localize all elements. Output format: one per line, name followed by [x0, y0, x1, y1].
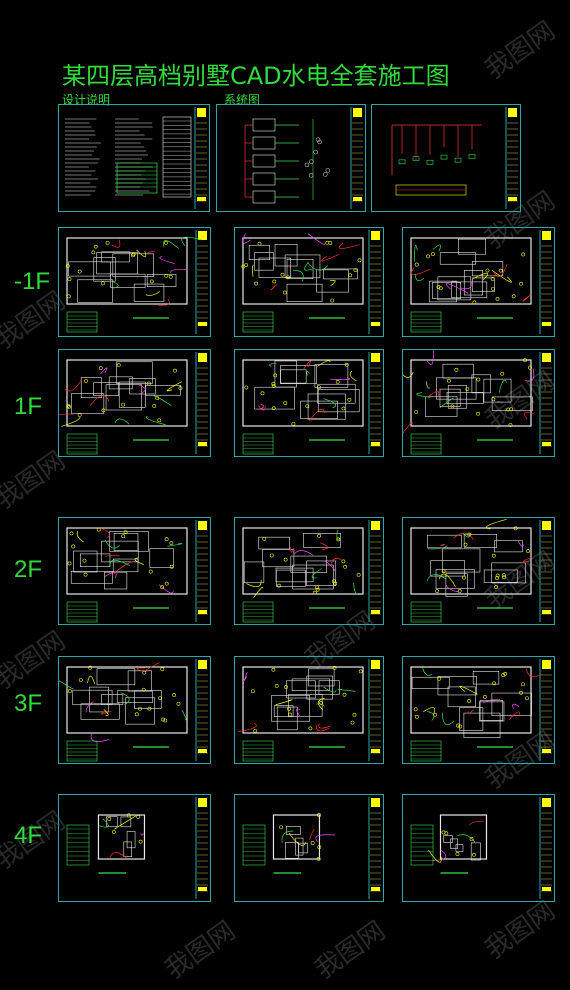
system-diagram-label: 系统图 [224, 93, 261, 107]
floor-label-4f: 4F [14, 822, 43, 849]
cad-drawing [59, 352, 208, 455]
sheet-system-diagram-1[interactable] [216, 104, 366, 212]
cad-drawing [410, 230, 552, 334]
cad-drawing [242, 352, 381, 455]
sheet-design-notes[interactable] [58, 104, 210, 212]
floor-label-b1: -1F [14, 268, 50, 295]
cad-drawing [241, 230, 381, 334]
design-notes-label: 设计说明 [62, 93, 111, 107]
floor-label-2f: 2F [14, 556, 43, 583]
cad-drawing [244, 107, 363, 209]
sheet-4f-plan-b[interactable] [234, 794, 384, 902]
cad-drawing [65, 230, 208, 334]
cad-drawing [403, 350, 552, 455]
cad-drawing [391, 107, 518, 209]
cad-drawing [59, 659, 208, 762]
sheet-3f-plan-c[interactable] [402, 656, 555, 764]
cad-drawing [66, 797, 208, 899]
sheet-4f-plan-c[interactable] [402, 794, 555, 902]
cad-drawing [242, 520, 381, 623]
cad-drawing [237, 659, 381, 762]
page-title: 某四层高档别墅CAD水电全套施工图 [62, 62, 450, 90]
sheet-3f-plan-a[interactable] [58, 656, 211, 764]
sheet-1f-plan-c[interactable] [402, 349, 555, 457]
sheet-2f-plan-a[interactable] [58, 517, 211, 625]
cad-drawing [410, 518, 552, 623]
cad-drawing [242, 797, 381, 899]
sheet-1f-plan-b[interactable] [234, 349, 384, 457]
sheet-system-diagram-2[interactable] [371, 104, 521, 212]
watermark: 我图网 [479, 15, 561, 86]
cad-drawing [65, 107, 207, 209]
cad-drawing [410, 659, 552, 762]
sheet-b1-plan-a[interactable] [58, 227, 211, 337]
sheet-2f-plan-c[interactable] [402, 517, 555, 625]
sheet-2f-plan-b[interactable] [234, 517, 384, 625]
cad-drawing [66, 520, 208, 623]
sheet-b1-plan-b[interactable] [234, 227, 384, 337]
sheet-b1-plan-c[interactable] [402, 227, 555, 337]
floor-label-3f: 3F [14, 690, 43, 717]
sheet-1f-plan-a[interactable] [58, 349, 211, 457]
floor-label-1f: 1F [14, 393, 43, 420]
watermark: 我图网 [159, 915, 241, 986]
cad-drawing [410, 797, 552, 899]
sheet-4f-plan-a[interactable] [58, 794, 211, 902]
watermark: 我图网 [309, 915, 391, 986]
sheet-3f-plan-b[interactable] [234, 656, 384, 764]
watermark: 我图网 [479, 895, 561, 966]
